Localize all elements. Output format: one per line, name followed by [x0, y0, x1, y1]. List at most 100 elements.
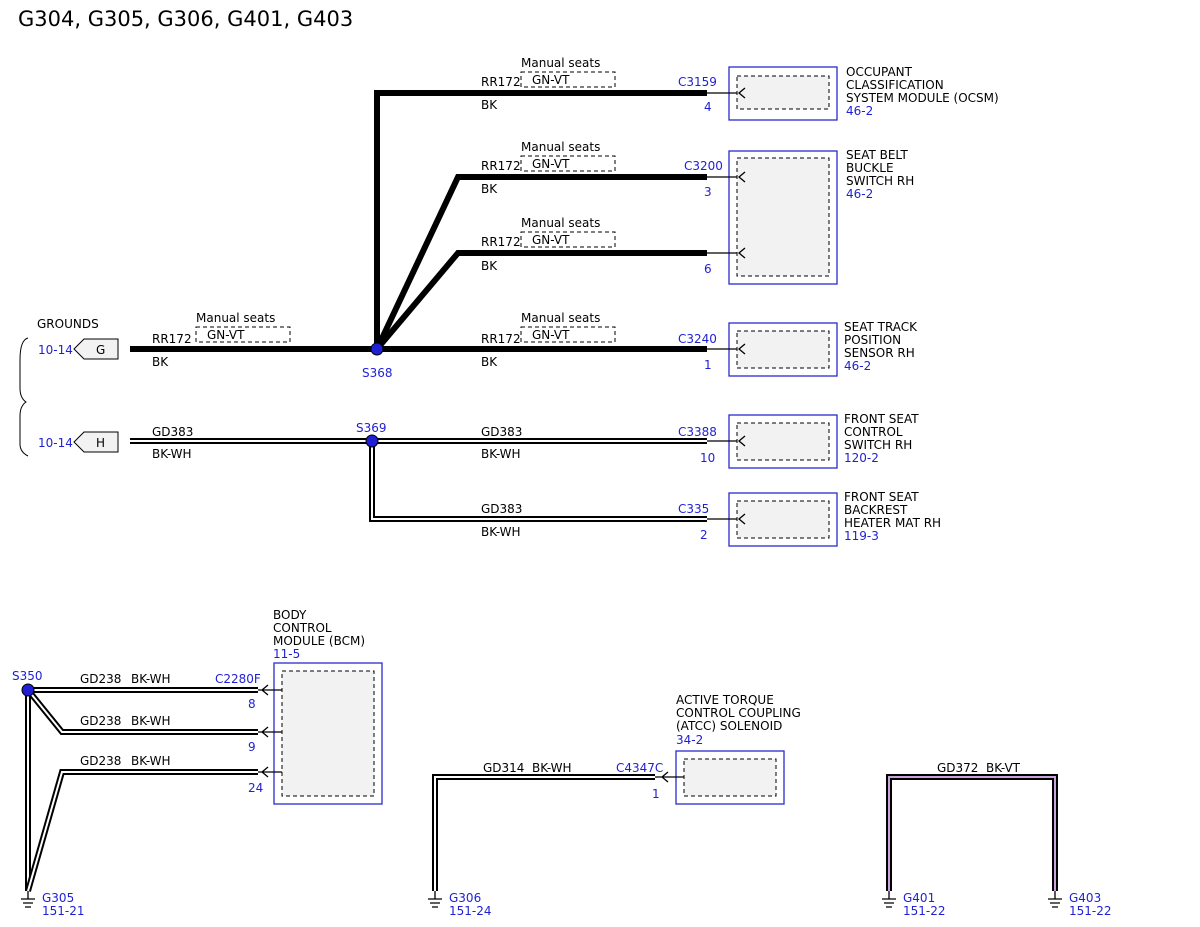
- option-label: Manual seats: [196, 311, 275, 325]
- ground-icon: [882, 891, 896, 908]
- component-ref-ocsm[interactable]: 46-2: [846, 104, 873, 118]
- connector-c2280f[interactable]: C2280F: [215, 672, 261, 686]
- component-heater-name-2: BACKREST: [844, 503, 908, 517]
- connector-c3200[interactable]: C3200: [684, 159, 723, 173]
- component-ref-buckle[interactable]: 46-2: [846, 187, 873, 201]
- pin-label: 9: [248, 740, 256, 754]
- wire-id-rr172: RR172: [152, 332, 192, 346]
- wire-id-gd238: GD238: [80, 754, 121, 768]
- component-ocsm-name-3: SYSTEM MODULE (OCSM): [846, 91, 999, 105]
- wire-g305-to-bcm-24-outer: [25, 769, 258, 892]
- wire-g305-to-bcm-24-inner: [27, 771, 258, 892]
- wire-id-gd372: GD372: [937, 761, 978, 775]
- ground-g305[interactable]: G305 151-21: [21, 891, 85, 918]
- component-ref-atcc[interactable]: 34-2: [676, 733, 703, 747]
- inline-id-g: G: [96, 343, 105, 357]
- wire-id-gd383: GD383: [481, 425, 522, 439]
- component-ocsm-inner: [736, 75, 830, 110]
- ground-g306[interactable]: G306 151-24: [428, 891, 492, 918]
- component-control-name-1: FRONT SEAT: [844, 412, 919, 426]
- ground-name-g306: G306: [449, 891, 481, 905]
- pin-arrow-icon: [258, 726, 282, 738]
- component-ref-bcm[interactable]: 11-5: [273, 647, 300, 661]
- component-heater-mat[interactable]: C335 2 FRONT SEAT BACKREST HEATER MAT RH…: [678, 490, 941, 547]
- ground-g401[interactable]: G401 151-22: [882, 891, 946, 918]
- pin-label: 1: [704, 358, 712, 372]
- pin-label: 24: [248, 781, 263, 795]
- inline-ref-g[interactable]: 10-14: [38, 343, 73, 357]
- component-ocsm-name-1: OCCUPANT: [846, 65, 913, 79]
- component-ref-control[interactable]: 120-2: [844, 451, 879, 465]
- splice-s369[interactable]: [365, 434, 379, 448]
- connector-c3159[interactable]: C3159: [678, 75, 717, 89]
- component-front-seat-control-switch[interactable]: C3388 10 FRONT SEAT CONTROL SWITCH RH 12…: [678, 412, 919, 469]
- pin-label: 1: [652, 787, 660, 801]
- ground-ref-g401[interactable]: 151-22: [903, 904, 946, 918]
- wire-s369-to-c335-outer: [369, 441, 707, 522]
- component-heater-name-3: HEATER MAT RH: [844, 516, 941, 530]
- inline-ref-h[interactable]: 10-14: [38, 436, 73, 450]
- component-heater-name-1: FRONT SEAT: [844, 490, 919, 504]
- ground-ref-g305[interactable]: 151-21: [42, 904, 85, 918]
- connector-c335[interactable]: C335: [678, 502, 709, 516]
- wire-color-bkwh: BK-WH: [152, 447, 192, 461]
- pin-arrow-icon: [707, 513, 746, 525]
- inline-connector-g-shape: [73, 338, 119, 360]
- component-ocsm[interactable]: C3159 4 OCCUPANT CLASSIFICATION SYSTEM M…: [678, 65, 999, 121]
- pin-label: 2: [700, 528, 708, 542]
- wire-g401-to-g403-outer: [886, 774, 1058, 891]
- pin-arrow-icon: [707, 171, 746, 183]
- component-control-name-3: SWITCH RH: [844, 438, 912, 452]
- wire-s350-to-bcm-9-inner: [27, 689, 258, 733]
- wire-color-gnvt: GN-VT: [532, 157, 570, 171]
- component-atcc-name-2: CONTROL COUPLING: [676, 706, 801, 720]
- connector-c3388[interactable]: C3388: [678, 425, 717, 439]
- component-ref-track[interactable]: 46-2: [844, 359, 871, 373]
- pin-label: 8: [248, 697, 256, 711]
- wire-color-gnvt: GN-VT: [532, 73, 570, 87]
- component-track-name-2: POSITION: [844, 333, 901, 347]
- component-buckle-inner: [736, 157, 830, 277]
- wire-color-bkwh: BK-WH: [131, 714, 171, 728]
- option-box: [520, 71, 616, 88]
- connector-c4347c[interactable]: C4347C: [616, 761, 663, 775]
- wire-color-bk: BK: [481, 98, 498, 112]
- component-track-inner: [736, 330, 830, 369]
- wire-id-rr172: RR172: [481, 75, 521, 89]
- wire-s368-to-c3200-6: [374, 250, 707, 351]
- wire-color-gnvt: GN-VT: [532, 328, 570, 342]
- pin-label: 10: [700, 451, 715, 465]
- wire-color-bkwh: BK-WH: [481, 447, 521, 461]
- wire-color-bk: BK: [481, 355, 498, 369]
- inline-connector-g[interactable]: 10-14 G: [38, 338, 119, 360]
- component-seat-belt-buckle-switch[interactable]: C3200 3 6 SEAT BELT BUCKLE SWITCH RH 46-…: [684, 148, 914, 285]
- wire-gd314-group: [432, 774, 655, 891]
- component-control-name-2: CONTROL: [844, 425, 903, 439]
- ground-ref-g403[interactable]: 151-22: [1069, 904, 1112, 918]
- pin-arrow-icon: [655, 771, 684, 783]
- component-seat-track-sensor[interactable]: C3240 1 SEAT TRACK POSITION SENSOR RH 46…: [678, 320, 918, 377]
- splice-s368[interactable]: [370, 342, 384, 356]
- pin-arrow-icon: [707, 435, 746, 447]
- wire-color-bkvt: BK-VT: [986, 761, 1021, 775]
- wire-id-rr172: RR172: [481, 332, 521, 346]
- inline-connector-h[interactable]: 10-14 H: [38, 431, 119, 453]
- component-buckle-name-3: SWITCH RH: [846, 174, 914, 188]
- component-atcc[interactable]: ACTIVE TORQUE CONTROL COUPLING (ATCC) SO…: [616, 693, 801, 805]
- ground-name-g305: G305: [42, 891, 74, 905]
- ground-g403[interactable]: G403 151-22: [1048, 891, 1112, 918]
- component-bcm[interactable]: BODY CONTROL MODULE (BCM) 11-5 C2280F 8 …: [215, 608, 383, 805]
- grounds-label: GROUNDS: [37, 317, 99, 331]
- ground-ref-g306[interactable]: 151-24: [449, 904, 492, 918]
- connector-c3240[interactable]: C3240: [678, 332, 717, 346]
- component-control-inner: [736, 422, 830, 461]
- wire-color-bkwh: BK-WH: [532, 761, 572, 775]
- option-label: Manual seats: [521, 56, 600, 70]
- wire-color-bk: BK: [152, 355, 169, 369]
- splice-s350[interactable]: [21, 683, 35, 697]
- wire-s368-to-c3159: [374, 90, 707, 349]
- wire-gd372-group: [886, 774, 1058, 891]
- component-ref-heater[interactable]: 119-3: [844, 529, 879, 543]
- ground-name-g401: G401: [903, 891, 935, 905]
